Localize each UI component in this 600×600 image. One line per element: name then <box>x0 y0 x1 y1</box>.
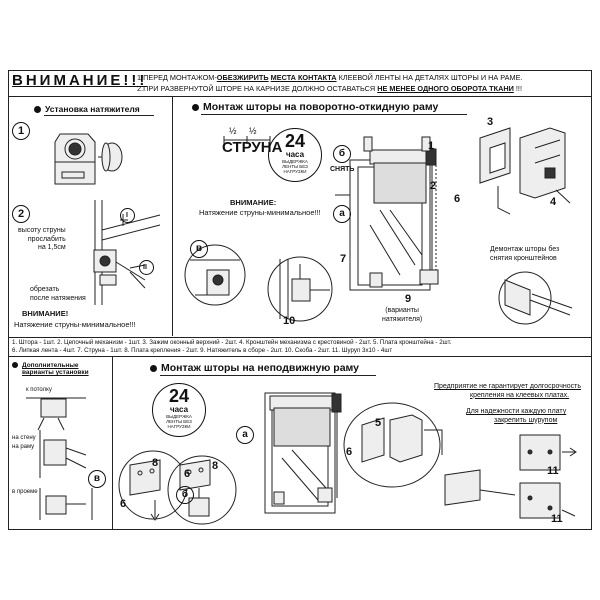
parts-list-line-2: 6. Липкая лента - 4шт. 7. Струна - 1шт. … <box>12 347 393 354</box>
bracket-exploded-illustration <box>479 127 571 215</box>
tilt-title-underline <box>201 114 467 115</box>
top-column-divider <box>172 96 173 336</box>
screw-plate-top-illustration <box>519 434 577 471</box>
dismount-illustration <box>498 271 573 325</box>
half-right: ½ <box>249 126 257 136</box>
fixed-detail-v-illustration <box>167 455 237 525</box>
parts-list-line-1: 1. Штора - 1шт. 2. Цепочный механизм - 1… <box>12 339 452 346</box>
fixed-marker-b: б <box>176 486 194 504</box>
tilt-window-illustration <box>335 136 439 291</box>
warning-title: ВНИМАНИЕ!!! <box>12 72 148 89</box>
step-2-marker: 2 <box>12 205 30 223</box>
fixed-part-11-b: 11 <box>551 513 563 525</box>
screw-plate-bottom-illustration <box>519 482 576 519</box>
parts-divider-top <box>8 337 592 338</box>
tilt-marker-b: б <box>333 145 351 163</box>
guarantee-text: Предприятие не гарантирует долгосрочност… <box>434 383 581 399</box>
tilt-warning-title: ВНИМАНИЕ: <box>230 198 277 207</box>
tensioner-warning-title: ВНИМАНИЕ! <box>22 309 69 318</box>
fixed-part-8-b: 8 <box>212 460 219 472</box>
tilt-part-10: 10 <box>283 315 296 327</box>
fixed-part-8-a: 8 <box>152 457 159 469</box>
opening-mount-illustration <box>39 488 93 520</box>
fixed-plate-mount-illustration <box>444 469 516 506</box>
fixed-window-illustration <box>264 392 342 514</box>
label-ceiling: к потолку <box>26 387 52 393</box>
fixed-part-6-b: 6 <box>184 468 191 480</box>
tilt-part-2: 2 <box>430 180 437 192</box>
tilt-part-9: 9 <box>405 293 412 305</box>
tilt-warning-text: Натяжение струны-минимальное!!! <box>199 208 321 217</box>
tilt-marker-a: а <box>333 205 351 223</box>
tensioner-step2-illustration <box>93 200 161 305</box>
remove-label: СНЯТЬ <box>330 166 355 173</box>
fixed-part-11-a: 11 <box>547 465 559 477</box>
fixed-bracket-detail-illustration <box>343 402 443 488</box>
tilt-part-6: 6 <box>454 193 461 205</box>
fixed-marker-v: в <box>88 470 106 488</box>
fixed-part-6-a: 6 <box>120 498 127 510</box>
tensioner-title-underline <box>44 115 154 116</box>
tilt-part-7: 7 <box>340 253 347 265</box>
wall-mount-illustration <box>39 430 87 478</box>
tilt-part-1: 1 <box>428 140 435 152</box>
label-I-ring <box>120 208 135 223</box>
label-II-ring <box>139 260 154 275</box>
tilt-marker-v: в <box>190 240 208 258</box>
fixed-part-6-c: 6 <box>346 446 353 458</box>
half-left: ½ <box>229 126 237 136</box>
warning-line-1: 1.ПЕРЕД МОНТАЖОМ-ОБЕЗЖИРИТЬ МЕСТА КОНТАК… <box>137 73 523 82</box>
tilt-detail-v-illustration <box>184 244 246 306</box>
warning-line-2: 2.ПРИ РАЗВЕРНУТОЙ ШТОРЕ НА КАРНИЗЕ ДОЛЖН… <box>137 84 522 93</box>
fixed-title-underline <box>160 375 376 376</box>
tilt-part-4: 4 <box>550 196 557 208</box>
fixed-part-5: 5 <box>375 417 382 429</box>
bottom-column-divider <box>112 356 113 529</box>
tilt-24h-badge: 24 часа ВЫДЕРЖКА ЛЕНТЫ БЕЗ НАГРУЗКИ <box>268 128 322 182</box>
fixed-section-title: Монтаж шторы на неподвижную раму <box>150 362 359 374</box>
fixed-24h-badge: 24 часа ВЫДЕРЖКА ЛЕНТЫ БЕЗ НАГРУЗКИ <box>152 383 206 437</box>
tensioner-step1-illustration <box>54 133 123 185</box>
tensioner-warning-text: Натяжение струны-минимальное!!! <box>14 320 136 329</box>
header-divider <box>8 96 592 97</box>
label-opening: в проеме <box>12 489 38 495</box>
tensioner-section-title: Установка натяжителя <box>34 104 140 114</box>
string-measure-illustration <box>223 136 271 144</box>
step-1-marker: 1 <box>12 122 30 140</box>
tilt-section-title: Монтаж шторы на поворотно-откидную раму <box>192 101 438 113</box>
string-label: СТРУНА <box>222 139 283 156</box>
tilt-detail-10-illustration <box>267 256 333 322</box>
tilt-part-3: 3 <box>487 116 494 128</box>
instruction-sheet-frame <box>8 70 592 530</box>
fixed-marker-a: а <box>236 426 254 444</box>
ceiling-mount-illustration <box>26 397 86 431</box>
parts-divider-bottom <box>8 356 592 357</box>
